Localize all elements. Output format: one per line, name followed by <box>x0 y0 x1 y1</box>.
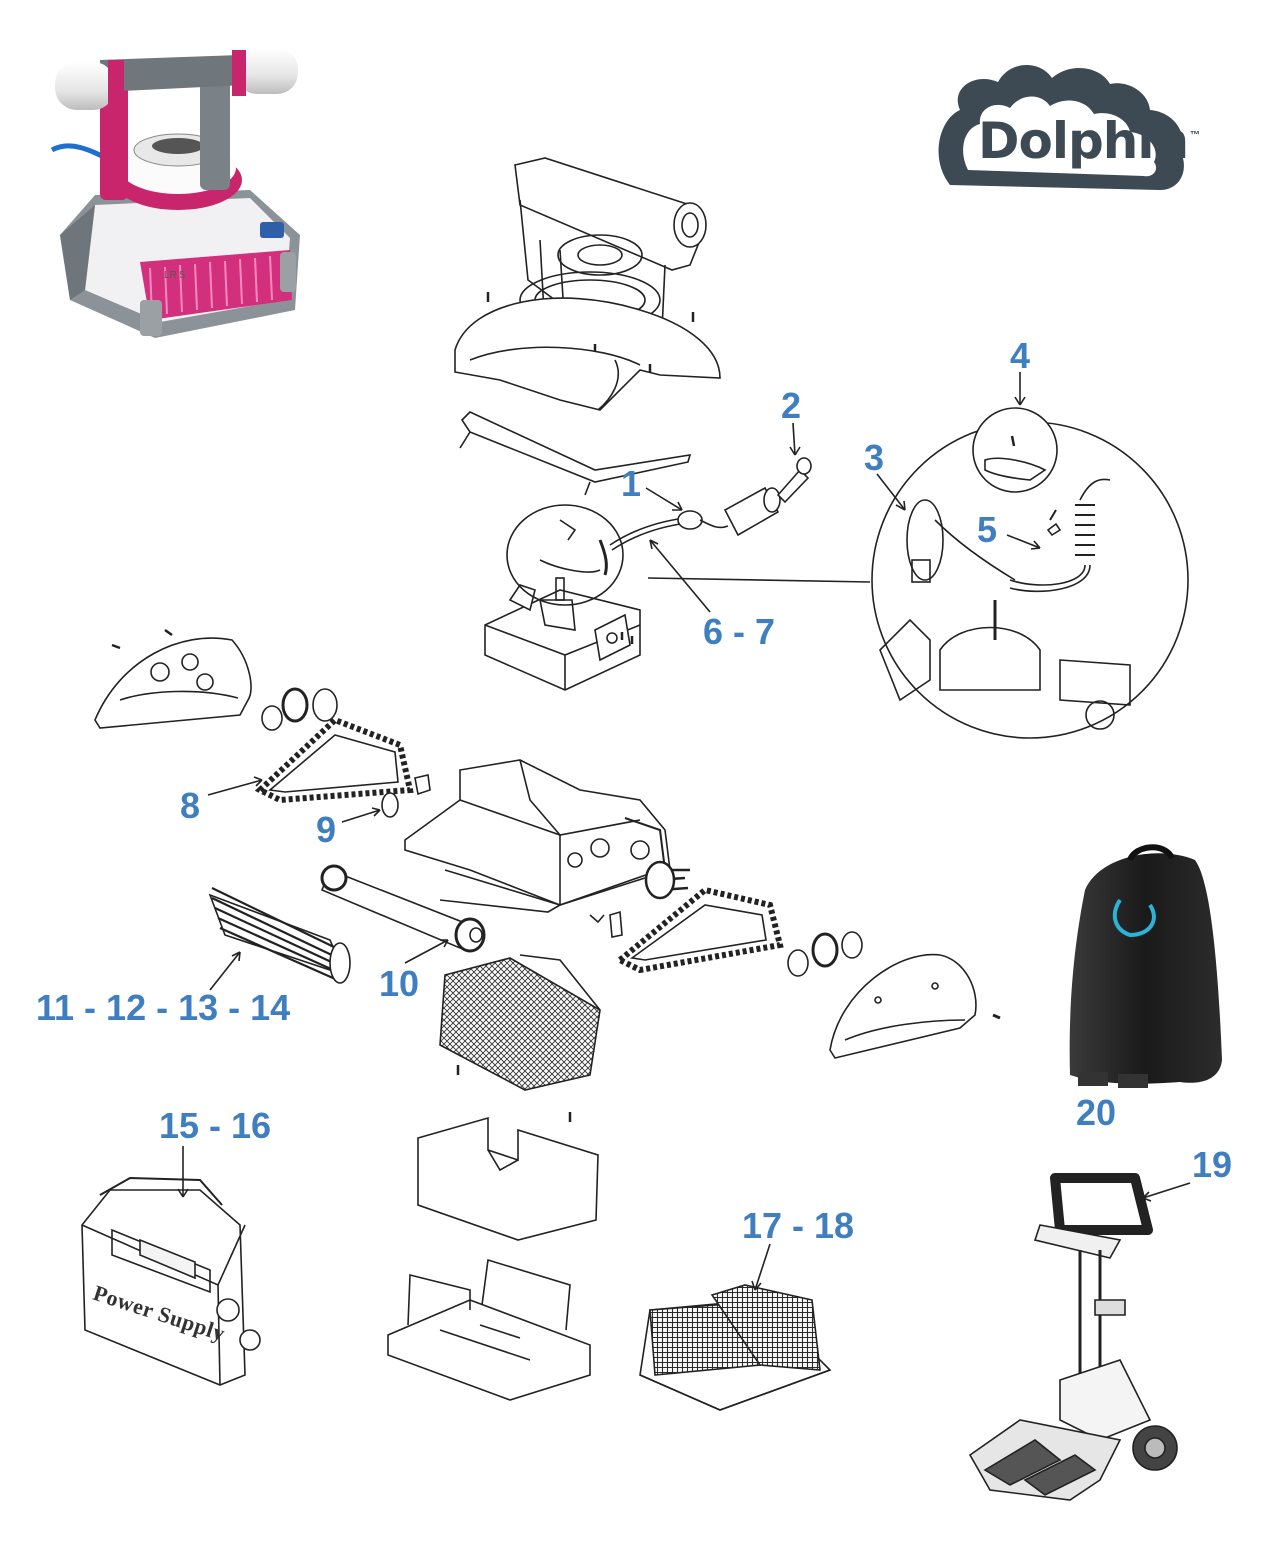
callout-6-7: 6 - 7 <box>703 611 776 652</box>
callout-8: 8 <box>180 785 201 826</box>
callout-9: 9 <box>316 809 337 850</box>
power-supply <box>81 1176 261 1386</box>
callout-20: 20 <box>1076 1092 1117 1133</box>
callout-2: 2 <box>781 385 802 426</box>
callout-3: 3 <box>864 437 885 478</box>
canister-cover <box>417 1112 599 1241</box>
callout-10: 10 <box>379 963 420 1004</box>
brand-logo-text: Dolphin <box>978 112 1189 170</box>
brush-and-roller <box>208 864 486 984</box>
chassis <box>404 759 863 977</box>
robot-photo <box>50 48 300 338</box>
callout-17-18: 17 - 18 <box>742 1205 855 1246</box>
left-track-assembly <box>94 628 431 818</box>
callout-19: 19 <box>1192 1144 1233 1185</box>
right-side-plate <box>829 953 1001 1059</box>
callout-5: 5 <box>977 509 998 550</box>
cover-bag <box>1069 844 1222 1088</box>
top-cover-assembly <box>454 157 721 496</box>
canister-base <box>387 1258 591 1401</box>
motor-unit <box>484 504 871 691</box>
callout-11-14: 11 - 12 - 13 - 14 <box>36 987 291 1028</box>
leader-lines <box>177 372 1191 1291</box>
model-badge: LR 5 <box>164 270 186 281</box>
cable-swivel <box>609 457 812 551</box>
filter-basket <box>439 954 601 1091</box>
caddy-cart <box>968 1173 1178 1501</box>
trademark-symbol: ™ <box>1190 130 1200 141</box>
callout-4: 4 <box>1010 335 1031 376</box>
dolphin-logo <box>938 64 1184 190</box>
detail-zoom <box>871 407 1189 739</box>
callout-1: 1 <box>621 463 642 504</box>
filter-panels <box>639 1284 832 1411</box>
callout-15-16: 15 - 16 <box>159 1105 272 1146</box>
